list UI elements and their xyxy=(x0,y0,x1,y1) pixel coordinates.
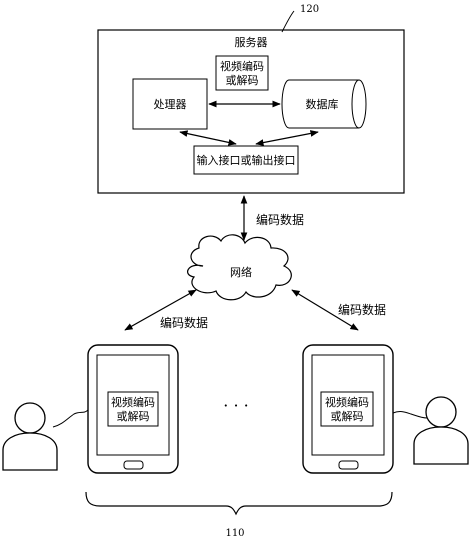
left-device-codec-box xyxy=(107,391,159,427)
left-user-icon xyxy=(2,402,58,471)
database-label: 数据库 xyxy=(306,97,339,111)
terminals-ref-label: 110 xyxy=(225,528,244,539)
processor-label: 处理器 xyxy=(154,98,187,111)
right-device-codec-line1: 视频编码 xyxy=(325,395,369,409)
right-user-icon xyxy=(413,396,469,465)
terminals-brace xyxy=(85,491,393,516)
server-codec-node: 视频编码 或解码 xyxy=(215,55,269,91)
edge-network-left-label: 编码数据 xyxy=(160,315,208,330)
right-device-codec-line2: 或解码 xyxy=(331,409,364,423)
io-interface-label: 输入接口或输出接口 xyxy=(197,153,296,167)
devices-ellipsis: · · · xyxy=(223,396,248,415)
database-node: 数据库 xyxy=(281,79,367,129)
left-user-link xyxy=(52,409,89,428)
processor-node: 处理器 xyxy=(132,78,208,130)
right-device-home-button xyxy=(338,460,359,470)
edge-network-left-device xyxy=(124,289,197,331)
left-device-codec-line1: 视频编码 xyxy=(111,395,155,409)
edge-network-right-label: 编码数据 xyxy=(338,302,386,317)
edge-server-network-label: 编码数据 xyxy=(256,212,304,227)
right-device-node: 视频编码 或解码 xyxy=(302,344,394,474)
left-device-codec-line2: 或解码 xyxy=(117,409,150,423)
left-device-node: 视频编码 或解码 xyxy=(87,344,179,474)
server-ref-leader xyxy=(281,10,295,33)
right-user-link xyxy=(392,410,428,419)
io-interface-node: 输入接口或输出接口 xyxy=(193,145,299,175)
right-device-codec-box xyxy=(320,391,374,427)
network-label: 网络 xyxy=(230,265,252,279)
server-ref-label: 120 xyxy=(300,4,319,15)
server-codec-label-line1: 视频编码 xyxy=(220,59,264,73)
network-cloud-node: 网络 xyxy=(187,234,292,301)
server-title: 服务器 xyxy=(235,36,268,49)
left-device-home-button xyxy=(123,460,144,470)
server-codec-label-line2: 或解码 xyxy=(226,73,259,87)
edge-network-right-device xyxy=(291,289,359,331)
edge-processor-io xyxy=(179,130,237,146)
edge-database-io xyxy=(255,130,319,146)
